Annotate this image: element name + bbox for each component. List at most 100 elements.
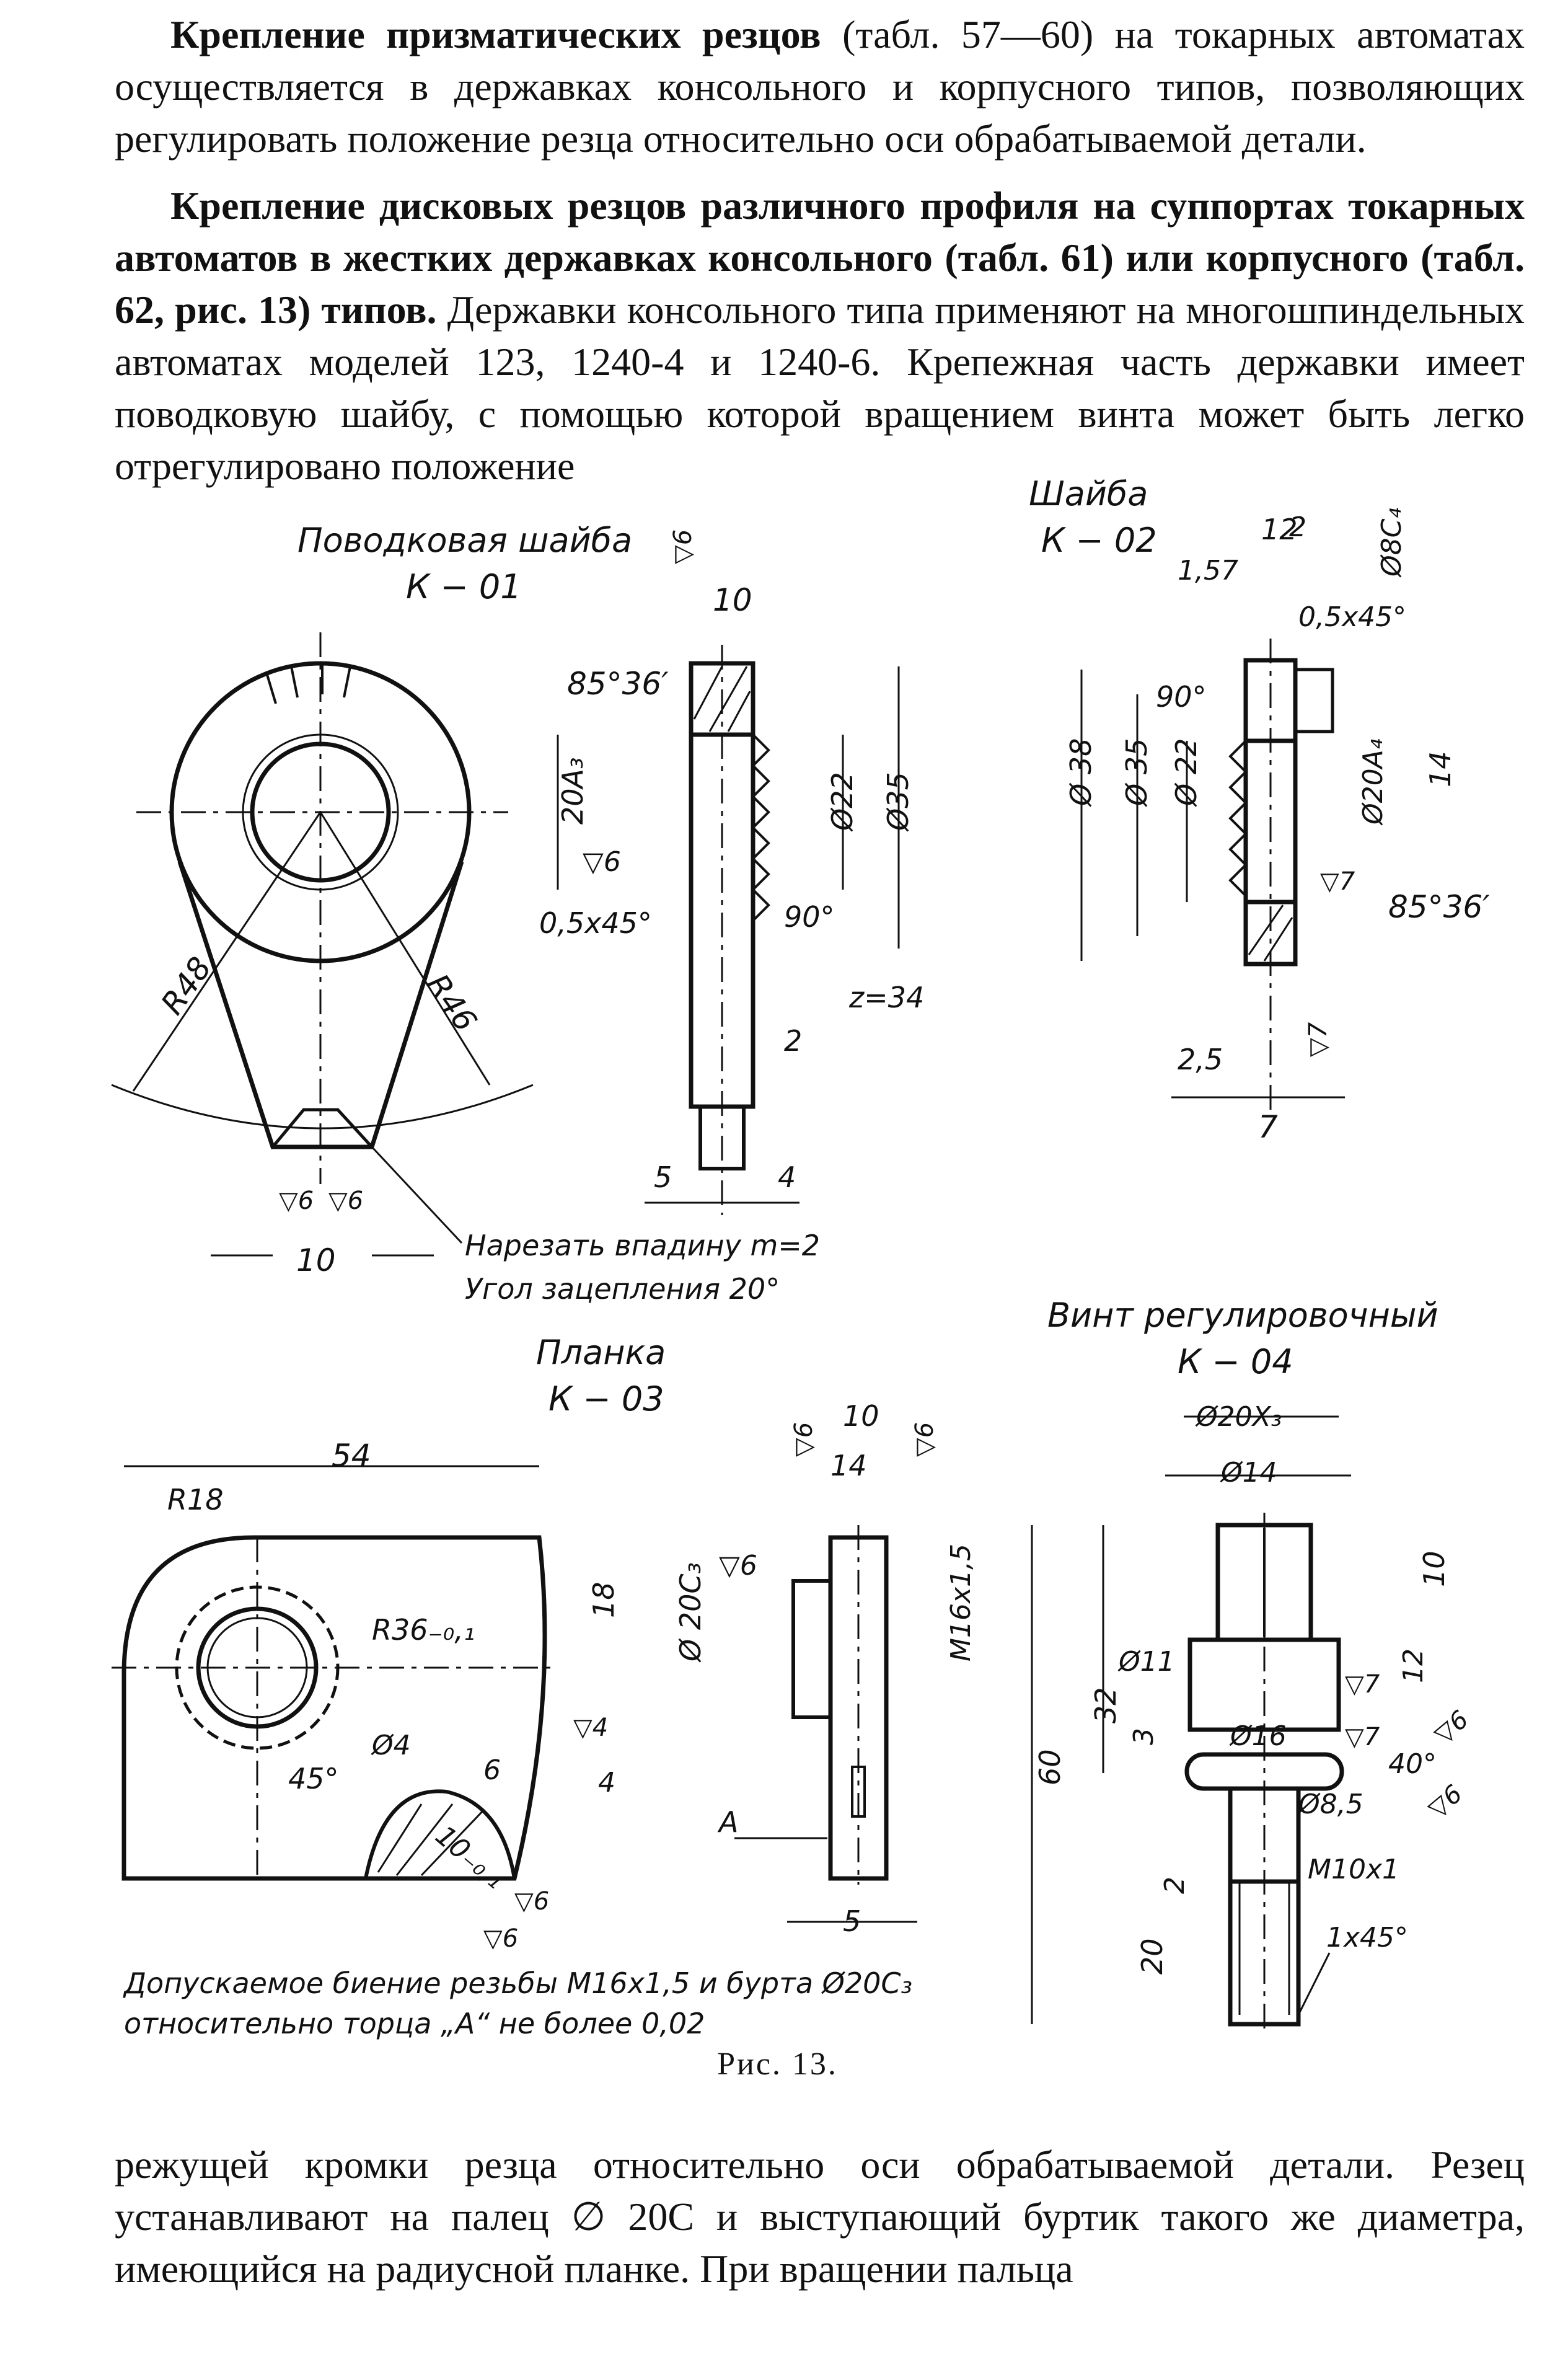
k02-rough7b: ▽7	[1304, 1022, 1333, 1057]
k01-note-leader	[371, 1146, 463, 1244]
k02-code: К − 02	[1041, 521, 1157, 560]
k01-r46-leader	[319, 812, 491, 1086]
k02-d35: Ø 35	[1120, 738, 1153, 807]
k03-outline	[121, 1535, 547, 1881]
k02-dim2: 2	[1289, 511, 1306, 543]
k04-d85: Ø8,5	[1297, 1789, 1363, 1820]
part-k02-washer: Шайба К − 02 12 2 1,57 Ø8C₄ 0,5x45° 90° …	[1029, 474, 1490, 1145]
k02-teeth	[1228, 740, 1248, 897]
k03-title: Планка	[536, 1333, 666, 1372]
k02-angle90: 90°	[1156, 680, 1207, 714]
k03-note-line1: Допускаемое биение резьбы М16х1,5 и бурт…	[123, 1966, 912, 2000]
k04-dim32: 32	[1089, 1687, 1122, 1723]
k01-notch	[271, 1108, 373, 1148]
k02-dim7: 7	[1258, 1109, 1278, 1145]
paragraph-prismatic-cutters: Крепление призматических резцов (табл. 5…	[115, 9, 1525, 165]
k01-slot-marks	[265, 663, 351, 704]
k03-rough4: ▽4	[573, 1714, 608, 1742]
k01-angle: 85°36′	[567, 666, 669, 702]
k01-arm-outline	[177, 860, 464, 1149]
k02-d20: Ø20A₄	[1357, 738, 1389, 826]
k01-note-line1: Нарезать впадину m=2	[465, 1229, 820, 1262]
k02-dim14: 14	[1424, 751, 1457, 787]
paragraph-body: (табл. 57—60) на токарных автоматах осущ…	[115, 12, 1525, 161]
k03-side-boss	[791, 1579, 832, 1719]
k01-teeth	[751, 733, 770, 922]
k01-r48-arc	[111, 1084, 534, 1130]
figure-caption: Рис. 13.	[717, 2046, 838, 2082]
paragraph-continuation: режущей кромки резца относительно оси об…	[115, 2139, 1525, 2295]
k03-side-rough-l: ▽6	[790, 1422, 818, 1457]
paragraph-heading: Крепление призматических резцов	[170, 12, 821, 56]
k04-angle40: 40°	[1388, 1748, 1437, 1780]
k02-dim12: 12	[1261, 513, 1298, 546]
k03-side14: 14	[830, 1449, 867, 1482]
k04-dim3: 3	[1128, 1728, 1160, 1745]
k01-rough-right: ▽6	[328, 1187, 363, 1215]
k01-rough-left: ▽6	[279, 1187, 314, 1215]
paragraph-body: режущей кромки резца относительно оси об…	[115, 2143, 1525, 2291]
k01-title: Поводковая шайба	[297, 521, 632, 560]
k03-dim6: 6	[483, 1754, 501, 1786]
k04-dim20: 20	[1135, 1938, 1169, 1975]
k04-d14: Ø14	[1220, 1457, 1277, 1489]
k01-r46-label: R46	[420, 968, 484, 1038]
k01-dim10-top: 10	[713, 582, 752, 618]
k01-rough-mid: ▽6	[583, 846, 621, 878]
k04-dim12: 12	[1398, 1648, 1429, 1683]
k04-dim60: 60	[1033, 1749, 1067, 1785]
k01-dim10-bottom: 10	[296, 1242, 336, 1278]
k01-z: z=34	[848, 981, 924, 1014]
k03-side-rough6: ▽6	[719, 1550, 757, 1582]
k03-section-cut	[364, 1789, 516, 1879]
k04-d16: Ø16	[1229, 1720, 1287, 1752]
k01-dim20: 20A₃	[556, 758, 589, 825]
k04-chamfer: 1x45°	[1326, 1922, 1408, 1953]
k01-note-line2: Угол зацепления 20°	[465, 1272, 780, 1306]
k04-rough6b: ▽6	[1423, 1779, 1468, 1823]
k03-d4: Ø4	[371, 1730, 411, 1761]
paragraph-body: Державки консольного типа применяют на м…	[115, 288, 1525, 488]
k02-angle: 85°36′	[1388, 889, 1490, 925]
k01-code: К − 01	[406, 567, 522, 606]
k03-code: К − 03	[548, 1379, 664, 1418]
k04-chamfer-leader	[1297, 1952, 1331, 2015]
k01-dim2: 2	[784, 1024, 802, 1058]
k02-rough7a: ▽7	[1320, 867, 1355, 896]
k04-rough6a: ▽6	[1429, 1705, 1474, 1749]
k03-rough6b: ▽6	[483, 1924, 518, 1953]
k02-d8: Ø8C₄	[1376, 508, 1407, 578]
k04-code: К − 04	[1178, 1342, 1293, 1381]
k03-note-line2: относительно торца „А“ не более 0,02	[124, 2007, 705, 2040]
k02-hatch	[1248, 905, 1293, 962]
k01-d22: Ø22	[826, 772, 859, 832]
part-k01-drive-washer: Поводковая шайба К − 01 R48 R46 ▽6 ▽6 10…	[111, 521, 924, 1306]
k01-dim4: 4	[778, 1161, 796, 1194]
k03-section-hatch	[377, 1803, 485, 1877]
k02-title: Шайба	[1029, 474, 1148, 513]
k03-d20c: Ø 20C₃	[674, 1562, 707, 1663]
k04-head-collar	[1187, 1637, 1341, 1732]
k03-dim54: 54	[332, 1438, 371, 1474]
k01-d35: Ø35	[881, 772, 915, 832]
k03-side10: 10	[843, 1399, 879, 1433]
k04-d11: Ø11	[1117, 1646, 1175, 1678]
k04-rough7a: ▽7	[1345, 1670, 1380, 1699]
k03-side-hole	[851, 1766, 866, 1818]
k02-d22: Ø 22	[1170, 738, 1203, 807]
paragraph-heading: Крепление дисковых резцов различного про…	[115, 184, 1525, 332]
k01-rough-top: ▽6	[669, 529, 697, 564]
k03-r36: R36₋₀,₁	[372, 1613, 475, 1647]
technical-drawing-figure: Поводковая шайба К − 01 R48 R46 ▽6 ▽6 10…	[111, 474, 1490, 2040]
k01-chamfer: 0,5x45°	[539, 906, 652, 940]
k04-title: Винт регулировочный	[1047, 1296, 1438, 1335]
k01-r48-label: R48	[154, 950, 219, 1021]
k01-angle90: 90°	[784, 900, 835, 934]
paragraph-disk-cutters: Крепление дисковых резцов различного про…	[115, 180, 1525, 492]
k02-collar	[1293, 668, 1334, 733]
k02-chamfer: 0,5x45°	[1298, 601, 1406, 633]
k03-dim18: 18	[587, 1582, 620, 1618]
k04-dim2: 2	[1159, 1877, 1191, 1894]
k01-dim5: 5	[654, 1161, 672, 1194]
k03-angle45: 45°	[288, 1762, 339, 1795]
